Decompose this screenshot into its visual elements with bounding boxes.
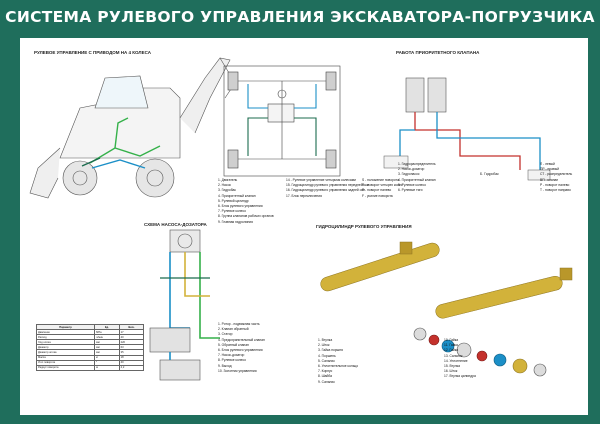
legend-priority-right-item: Т - поворот направо [540,188,571,193]
legend-cylinder-item: 2. Шток [318,343,330,348]
legend-cylinder-item: 16. Шток [444,369,458,374]
steering-cylinder-drawing [320,241,573,319]
legend-priority-right: Л - левый ПР - правый СТ - распределител… [540,162,572,193]
legend-pump-item: 2. Клапан обратный [218,327,249,332]
legend-priority-item: 2. Насос-дозатор [398,167,425,172]
legend-priority-item: 1. Гидрораспределитель [398,162,436,166]
legend-main-item: 3. Гидробак [218,188,236,193]
legend-pump-item: 10. Золотник управления [218,368,257,373]
priority-valve-schematic [383,77,551,181]
legend-priority: 1. Гидрораспределитель 2. Насос-дозатор … [398,162,436,193]
legend-modes-item: 16. Гидроцилиндр рулевого управления зад… [286,188,365,193]
legend-main: 1. Двигатель 2. Насос 3. Гидробак 4. При… [218,178,274,225]
legend-priority-right-item: Л - левый [540,162,555,166]
legend-cylinder-item: 10. Гайка [444,338,459,342]
four-wheel-steering-schematic [223,65,341,177]
four-wheel-steering-lines [247,84,317,156]
legend-modes-item: 17. Блок переключения [286,193,322,198]
diagram-canvas [29,57,573,381]
legend-pump-item: 8. Рулевое колесо [218,358,247,363]
legend-cylinder-item: 4. Поршень [318,353,336,358]
legend-cylinder-item: 7. Корпус [318,369,333,374]
legend-symbol-item: F - усилие поворота [362,193,393,198]
table-cell: м [94,364,120,371]
table-cell: 4,2 [118,364,145,371]
legend-priority-item: 5. Рулевое колесо [398,182,427,187]
legend-main-item: 1. Двигатель [218,178,238,182]
legend-cylinder-item: 9. Сальник [318,379,335,384]
legend-modes-item: 14 - Рулевое управление четырьмя колесам… [286,178,356,182]
legend-symbols: S - положение поворота R - поворот четыр… [362,178,403,199]
cylinder-exploded-parts [413,327,547,377]
content-sheet: РУЛЕВОЕ УПРАВЛЕНИЕ С ПРИВОДОМ НА 4 КОЛЕС… [20,38,588,415]
section-title-pump-scheme: СХЕМА НАСОСА-ДОЗАТОРА [144,222,207,227]
priority-valve-tank-label: Б. Гидробак [480,172,499,176]
legend-cylinder-item: 8. Шайба [318,374,333,379]
legend-priority-right-item: Р - поворот налево [540,182,570,187]
legend-cylinder-item: 12. Гайка [444,348,459,353]
legend-pump-item: 3. Статор [218,332,233,337]
legend-priority-item: 4. Приоритетный клапан [398,177,436,182]
excavator-illustration [29,57,236,199]
legend-pump: 1. Ротор - подвижная часть 2. Клапан обр… [218,322,265,374]
legend-modes: 14 - Рулевое управление четырьмя колесам… [286,178,369,199]
legend-pump-item: 1. Ротор - подвижная часть [218,322,260,326]
legend-priority-item: 3. Гидронасос [398,172,420,177]
legend-cylinder-item: 6. Уплотнительное кольцо [318,364,359,369]
legend-symbol-item: P - поворот налево [362,188,392,193]
legend-priority-right-item: ВП - клапан [540,177,559,182]
legend-cylinder-item: 5. Сальник [318,358,335,363]
poster-title: СИСТЕМА РУЛЕВОГО УПРАВЛЕНИЯ ЭКСКАВАТОРА-… [5,8,595,26]
legend-priority-right-item: ПР - правый [540,167,559,172]
legend-cylinder-item: 15. Втулка [444,364,460,369]
legend-cylinder-item: 17. Втулка цилиндра [444,374,476,379]
legend-cylinder-item: 14. Уплотнение [444,358,468,363]
legend-main-item: 7. Рулевое колесо [218,209,247,214]
legend-symbol-item: R - поворот четырех колес [362,183,403,188]
legend-cylinder-item: 11. Гайка [444,343,458,348]
legend-symbol-item: S - положение поворота [362,178,399,182]
legend-cylinder-left: 1. Втулка 2. Шток 3. Гайка поршня 4. Пор… [318,338,358,385]
legend-main-item: 5. Рулевой цилиндр [218,198,249,203]
legend-pump-item: 6. Блок рулевого управления [218,348,263,353]
table-cell: Радиус поворота [35,364,96,371]
legend-cylinder-right: 10. Гайка 11. Гайка 12. Гайка 13. Сальни… [444,338,476,380]
legend-pump-item: 4. Предохранительный клапан [218,337,265,342]
legend-main-item: 6. Блок рулевого управления [218,204,263,209]
legend-pump-item: 5. Обратный клапан [218,342,249,347]
legend-pump-item: 7. Насос-дозатор [218,353,245,358]
legend-main-item: 2. Насос [218,183,232,188]
legend-cylinder-item: 13. Сальник [444,353,463,358]
legend-main-item: 8. Группа клапанов рабочих органов [218,214,274,219]
legend-pump-item: 9. Выход [218,363,232,368]
excavator-hydraulic-lines [81,117,161,169]
section-title-priority-valve: РАБОТА ПРИОРИТЕТНОГО КЛАПАНА [396,50,480,55]
pump-dispenser-schematic [149,229,220,381]
section-title-steering-cylinder: ГИДРОЦИЛИНДР РУЛЕВОГО УПРАВЛЕНИЯ [316,224,412,229]
legend-cylinder-item: 1. Втулка [318,338,333,342]
legend-main-item: 9. Главная гидролиния [218,219,253,224]
legend-priority-right-item: СТ - распределитель [540,172,573,177]
legend-cylinder-item: 3. Гайка поршня [318,348,343,353]
legend-modes-item: 15. Гидроцилиндр рулевого управления пер… [286,183,369,188]
legend-priority-item: 6. Рулевые тяги [398,188,423,193]
legend-main-item: 4. Приоритетный клапан [218,193,256,198]
section-title-steering-4ws: РУЛЕВОЕ УПРАВЛЕНИЕ С ПРИВОДОМ НА 4 КОЛЕС… [34,50,151,55]
